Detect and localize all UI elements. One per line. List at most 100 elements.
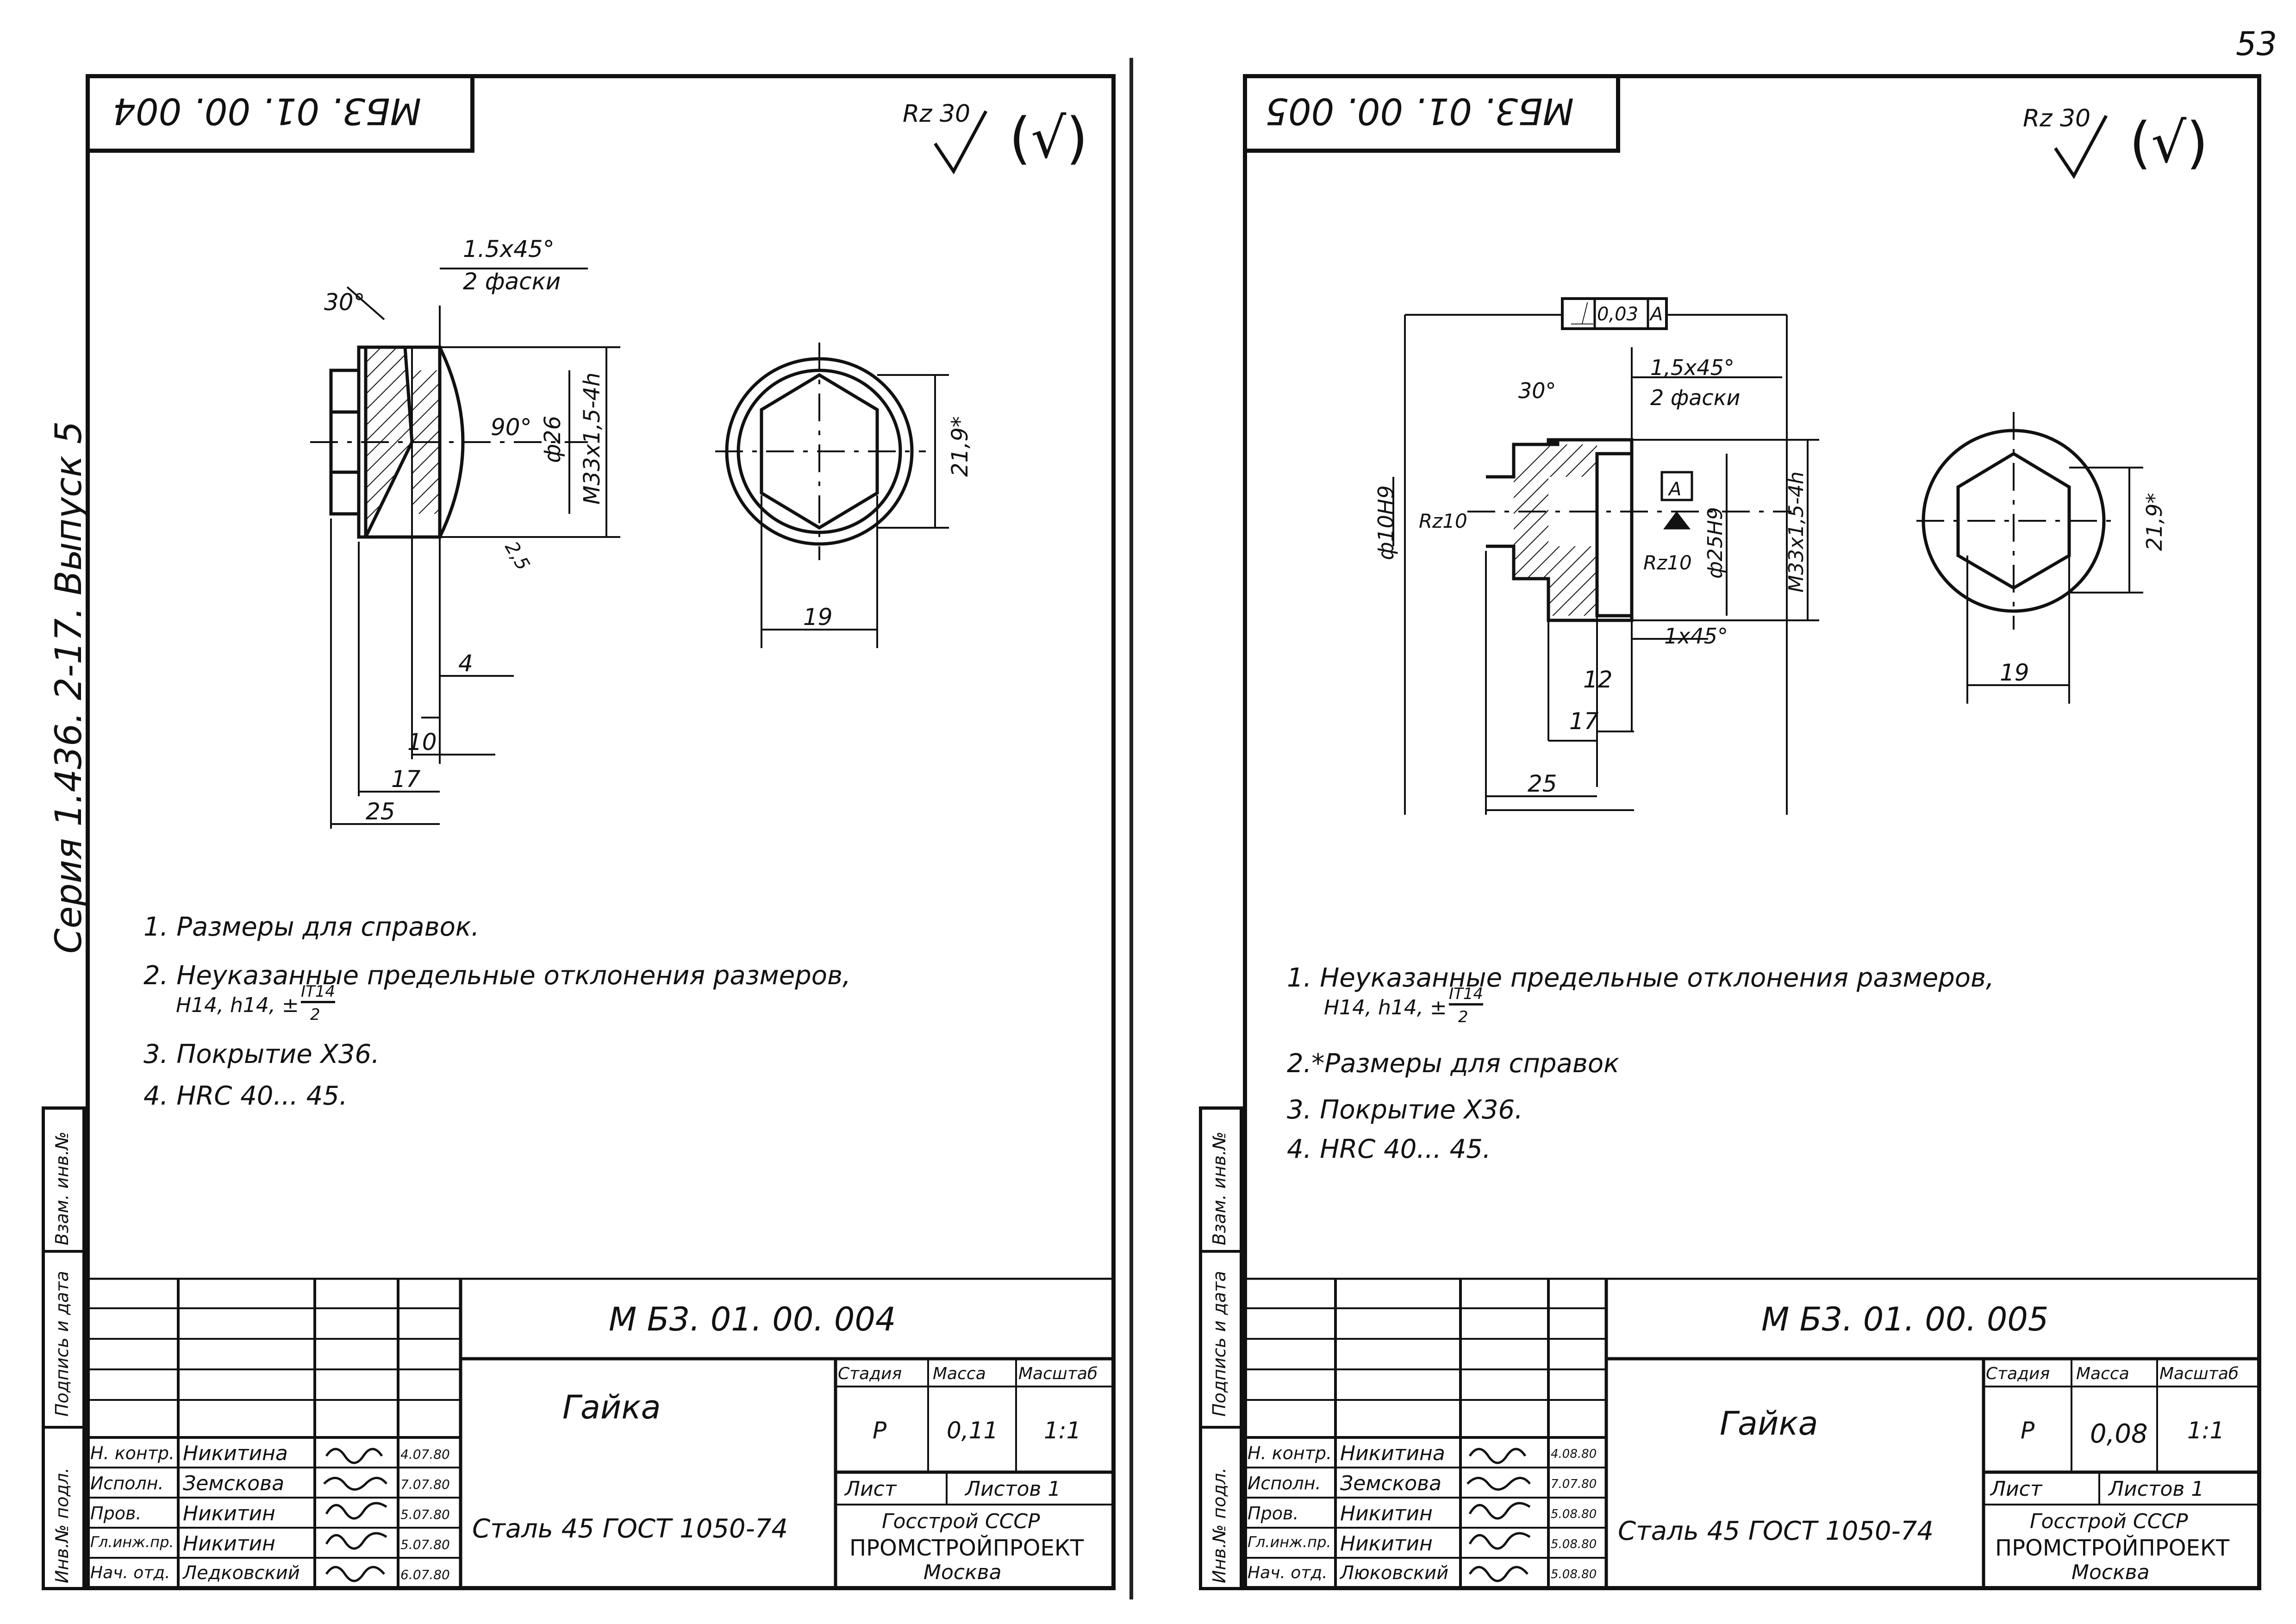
dim-219-left: 21,9* (947, 416, 973, 477)
date-4-left: 5.07.80 (400, 1537, 450, 1552)
sheet-label-right: Лист (1990, 1477, 2042, 1501)
note-r-1-frac-num: IT14 (1449, 986, 1484, 1006)
margin-strip-right-line1 (1199, 1250, 1243, 1253)
code-right: М Б3. 01. 00. 005 (1761, 1300, 2049, 1338)
notes-right: 1. Неуказанные предельные отклонения раз… (1287, 965, 2190, 1197)
sheets-label-left: Листов 1 (965, 1477, 1061, 1501)
dim-219-right: 21,9* (2142, 493, 2167, 551)
dim-25-right: 25 (1528, 770, 1557, 797)
org-2-left: ПРОМСТРОЙПРОЕКТ (849, 1535, 1084, 1561)
dim-rz10a-right: Rz10 (1419, 510, 1467, 532)
name-2-left: Земскова (183, 1472, 285, 1495)
dim-chamfer-left: 1.5x45° (463, 236, 555, 262)
date-5-left: 6.07.80 (400, 1567, 450, 1582)
dim-thread-right: M33x1,5-4h (1784, 471, 1808, 593)
title-block-right: М Б3. 01. 00. 005 Гайка Сталь 45 ГОСТ 10… (1243, 1278, 2261, 1590)
title-grid-left (86, 1278, 1116, 1590)
dim-12-right: 12 (1583, 666, 1613, 693)
org-3-right: Москва (2071, 1561, 2150, 1584)
roughness-mark-left: Rz 30 (√) (903, 97, 1097, 190)
mass-header-left: Масса (933, 1364, 986, 1383)
roughness-check-icon (934, 110, 988, 175)
note-2-frac-den: 2 (310, 1006, 320, 1024)
org-1-left: Госстрой СССР (882, 1510, 1040, 1533)
org-2-right: ПРОМСТРОЙПРОЕКТ (1995, 1535, 2230, 1561)
nut-section-right (1392, 314, 1819, 815)
notes-left: 1. Размеры для справок. 2. Неуказанные п… (144, 914, 1023, 1146)
side-label-inv-right: Инв.№ подл. (1209, 1467, 1229, 1583)
name-3-right: Никитин (1340, 1502, 1433, 1525)
date-3-left: 5.07.80 (400, 1507, 450, 1522)
stage-left: Р (873, 1417, 887, 1444)
dim-base-right: A (1667, 479, 1681, 500)
material-left: Сталь 45 ГОСТ 1050-74 (472, 1514, 788, 1544)
code-rotated-right: МБ3. 01. 00. 005 (1265, 90, 1574, 131)
note-2: 2. Неуказанные предельные отклонения раз… (144, 961, 851, 991)
note-r-4: 4. HRC 40... 45. (1287, 1134, 1491, 1164)
role-1-right: Н. контр. (1248, 1443, 1332, 1463)
title-block-left: М Б3. 01. 00. 004 Гайка Сталь 45 ГОСТ 10… (86, 1278, 1116, 1590)
note-3: 3. Покрытие Х36. (144, 1039, 380, 1069)
page-number: 53 (2236, 25, 2277, 63)
name-3-left: Никитин (183, 1502, 275, 1525)
stage-right: Р (2021, 1417, 2035, 1444)
part-drawing-right: ⏊ 0,03 A (1373, 297, 2167, 815)
roughness-value: Rz 30 (903, 100, 971, 128)
side-label-sign-left: Подпись и дата (52, 1271, 72, 1417)
dim-10-left: 10 (407, 729, 437, 756)
dim-thread-left: M33x1,5-4h (579, 372, 605, 505)
tolerance-base: A (1649, 304, 1663, 325)
note-r-1: 1. Неуказанные предельные отклонения раз… (1287, 963, 1994, 993)
nut-front-view-left (715, 343, 949, 648)
part-name-left: Гайка (562, 1388, 661, 1426)
role-4-right: Гл.инж.пр. (1248, 1533, 1331, 1551)
nut-front-view-right (1916, 412, 2143, 704)
name-5-right: Люковский (1340, 1562, 1449, 1584)
margin-strip-left-line2 (42, 1426, 86, 1429)
scale-header-right: Масштаб (2159, 1364, 2239, 1383)
date-2-left: 7.07.80 (400, 1477, 450, 1492)
name-1-left: Никитина (183, 1442, 288, 1465)
code-box-left (86, 74, 474, 153)
margin-strip-right (1199, 1106, 1243, 1590)
stage-header-left: Стадия (838, 1364, 902, 1383)
dim-angle30-right: 30° (1518, 378, 1556, 403)
roughness-paren-right: (√) (2129, 111, 2209, 175)
margin-strip-left (42, 1106, 86, 1590)
dim-4-left: 4 (458, 650, 473, 677)
role-2-right: Исполн. (1248, 1473, 1321, 1493)
name-5-left: Ледковский (183, 1562, 300, 1584)
role-2-left: Исполн. (90, 1473, 164, 1493)
dim-d10-right: ф10H9 (1373, 485, 1398, 560)
name-2-right: Земскова (1340, 1472, 1442, 1495)
mass-left: 0,11 (947, 1417, 998, 1444)
role-1-left: Н. контр. (90, 1443, 175, 1463)
note-2-frac-num: IT14 (301, 984, 336, 1003)
note-r-2: 2.*Размеры для справок (1287, 1049, 1619, 1079)
note-4: 4. HRC 40... 45. (144, 1081, 348, 1111)
org-3-left: Москва (923, 1561, 1002, 1584)
name-4-left: Никитин (183, 1532, 275, 1555)
date-5-right: 5.08.80 (1551, 1568, 1597, 1581)
dim-angle30-left: 30° (324, 289, 365, 316)
dim-19-left: 19 (803, 604, 833, 631)
role-3-right: Пров. (1248, 1503, 1299, 1524)
dim-19-right: 19 (2000, 659, 2029, 686)
date-4-right: 5.08.80 (1551, 1537, 1597, 1551)
code-box-right (1243, 74, 1620, 153)
part-name-right: Гайка (1720, 1405, 1818, 1443)
tolerance-symbol: ⏊ (1571, 301, 1594, 327)
code-left: М Б3. 01. 00. 004 (609, 1300, 896, 1338)
roughness-mark-right: Rz 30 (√) (2023, 102, 2217, 194)
sheet-frame-right (1243, 74, 2261, 1590)
scale-header-left: Масштаб (1018, 1364, 1098, 1383)
dim-chamfer-right: 1,5x45° (1650, 355, 1734, 380)
roughness-check-icon-right (2054, 115, 2108, 179)
tolerance-value: 0,03 (1597, 304, 1638, 325)
side-label-vzam-right: Взам. инв.№ (1209, 1131, 1229, 1245)
side-label-vzam-left: Взам. инв.№ (52, 1131, 72, 1245)
dim-17-right: 17 (1569, 708, 1599, 735)
date-1-left: 4.07.80 (400, 1447, 450, 1462)
margin-strip-left-lines (42, 1250, 86, 1253)
